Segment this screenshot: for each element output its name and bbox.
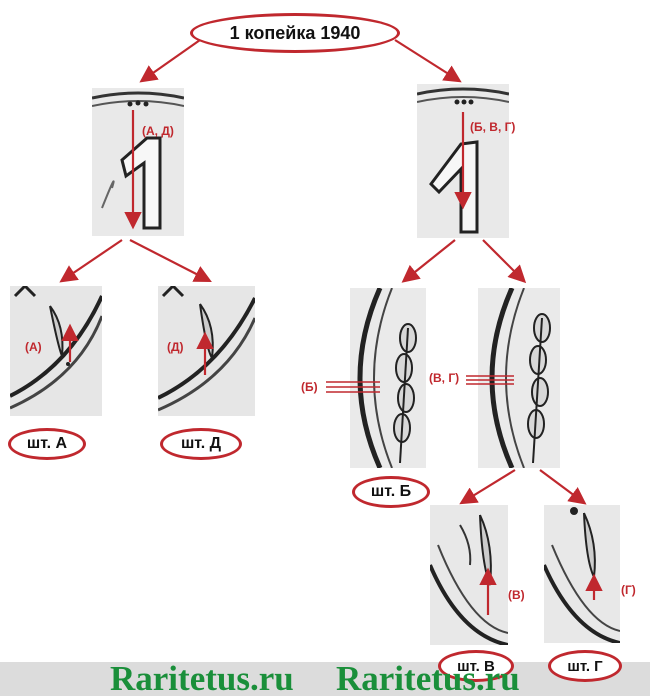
die-a-label: шт. А <box>26 435 68 452</box>
coin-photo-left <box>92 88 184 236</box>
label-die-g: (Г) <box>621 583 636 597</box>
photo-die-b <box>350 288 426 468</box>
arrow-title-left <box>139 39 201 83</box>
photo-die-v <box>430 505 508 645</box>
arrow-right-b <box>401 239 456 283</box>
photo-die-a <box>10 286 102 416</box>
label-die-d: (Д) <box>167 340 184 354</box>
footer-bar <box>0 662 650 696</box>
watermark-2: Raritetus.ru <box>336 659 520 698</box>
arrow-vg-v <box>459 469 516 505</box>
arrow-left-d <box>129 239 212 283</box>
title-oval: 1 копейка 1940 <box>190 13 400 53</box>
photo-die-d <box>158 286 255 416</box>
label-die-b: (Б) <box>301 380 318 394</box>
coin-photo-right <box>417 84 509 238</box>
label-die-vg: (В, Г) <box>429 371 460 385</box>
label-left-coin: (А, Д) <box>142 124 174 138</box>
die-a-oval: шт. А <box>8 428 86 460</box>
die-g-label: шт. Г <box>567 657 603 675</box>
diagram-title: 1 копейка 1940 <box>229 22 361 43</box>
label-die-a: (А) <box>25 340 42 354</box>
die-v-label: шт. В <box>457 657 495 675</box>
arrow-title-right <box>394 39 462 83</box>
label-right-coin: (Б, В, Г) <box>470 120 516 134</box>
die-b-oval: шт. Б <box>352 476 430 508</box>
die-d-oval: шт. Д <box>160 428 242 460</box>
die-b-label: шт. Б <box>370 483 412 500</box>
photo-die-vg <box>478 288 560 468</box>
die-d-label: шт. Д <box>180 435 222 452</box>
die-v-oval: шт. В <box>438 650 514 682</box>
die-g-oval: шт. Г <box>548 650 622 682</box>
photo-die-g <box>544 505 620 643</box>
label-die-v: (В) <box>508 588 525 602</box>
arrow-left-a <box>59 239 123 283</box>
arrow-right-vg <box>482 239 527 284</box>
arrow-vg-g <box>539 469 587 505</box>
watermark-1: Raritetus.ru <box>110 659 294 698</box>
